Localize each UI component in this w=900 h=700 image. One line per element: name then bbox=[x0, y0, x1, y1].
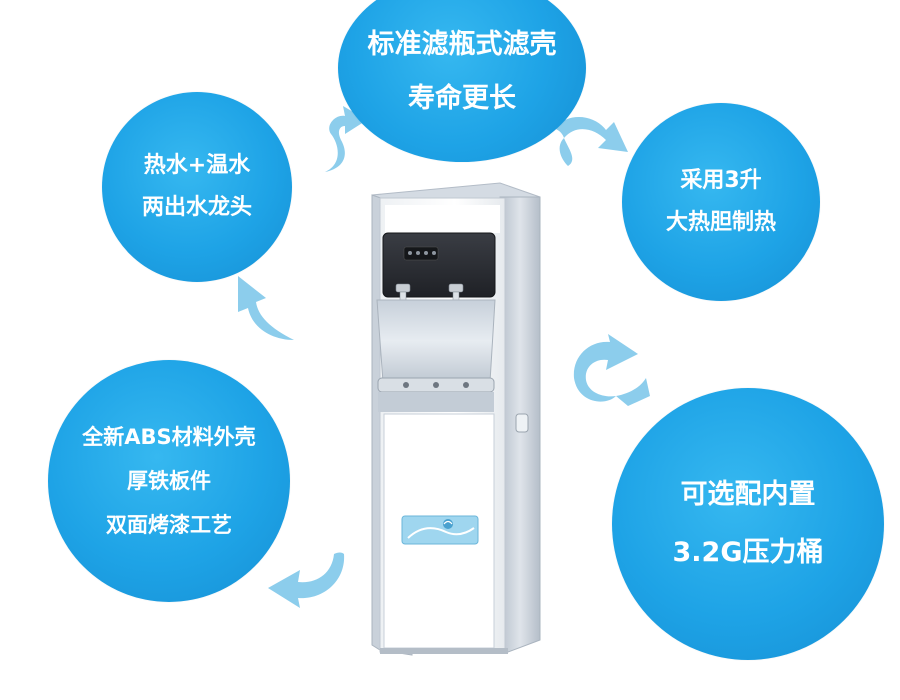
curved-arrow-icon bbox=[268, 552, 345, 608]
brand-logo-sticker bbox=[401, 515, 479, 545]
feature-line: 厚铁板件 bbox=[127, 469, 211, 493]
feature-bubble-pressure-tank: 可选配内置 3.2G压力桶 bbox=[612, 388, 884, 660]
feature-line: 3.2G压力桶 bbox=[672, 537, 824, 568]
feature-bubble-filter: 标准滤瓶式滤壳 寿命更长 bbox=[338, 0, 586, 162]
feature-line: 可选配内置 bbox=[680, 479, 816, 510]
feature-bubble-shell: 全新ABS材料外壳 厚铁板件 双面烤漆工艺 bbox=[48, 360, 290, 602]
curved-arrow-icon bbox=[238, 276, 294, 340]
curved-arrow-icon bbox=[554, 116, 628, 166]
feature-bubble-heating: 采用3升 大热胆制热 bbox=[622, 103, 820, 301]
feature-line: 寿命更长 bbox=[408, 83, 516, 114]
feature-line: 大热胆制热 bbox=[665, 210, 776, 235]
feature-line: 热水+温水 bbox=[143, 153, 251, 178]
feature-line: 两出水龙头 bbox=[141, 195, 252, 220]
feature-bubble-faucets: 热水+温水 两出水龙头 bbox=[102, 92, 292, 282]
feature-line: 标准滤瓶式滤壳 bbox=[367, 29, 557, 60]
feature-line: 采用3升 bbox=[680, 168, 762, 193]
feature-line: 全新ABS材料外壳 bbox=[82, 425, 256, 449]
curved-arrow-icon bbox=[573, 334, 650, 406]
feature-line: 双面烤漆工艺 bbox=[106, 513, 232, 537]
curved-arrow-icon bbox=[325, 106, 367, 172]
